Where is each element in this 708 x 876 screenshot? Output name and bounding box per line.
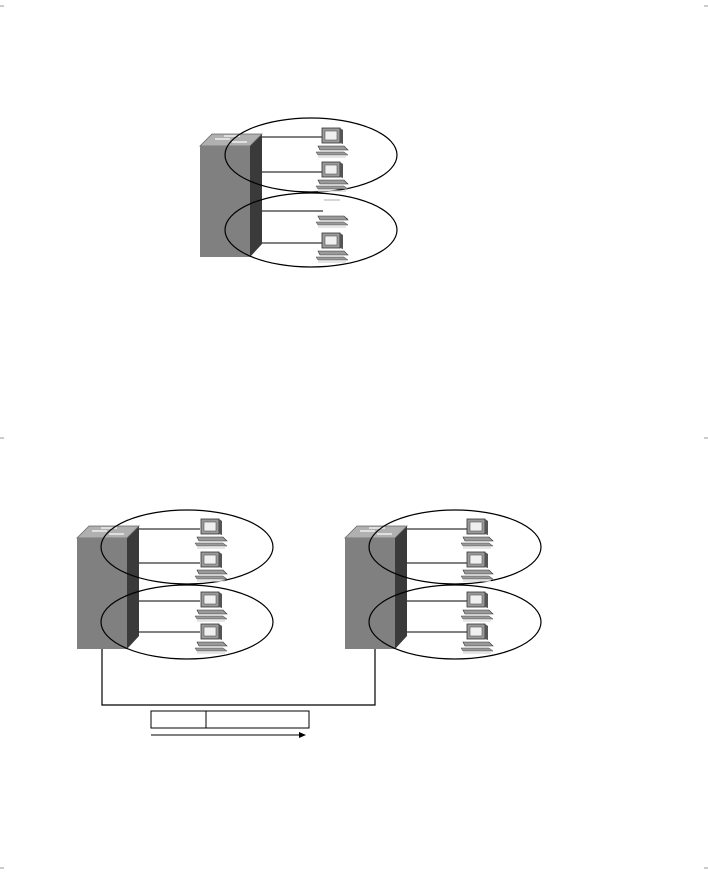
trunk-link bbox=[101, 649, 376, 706]
figure-bottom bbox=[76, 509, 542, 738]
vlan-group-ellipse bbox=[224, 117, 398, 193]
frame-direction-arrow bbox=[151, 732, 306, 738]
network-switch-icon bbox=[344, 525, 408, 649]
vlan-group-ellipse bbox=[368, 584, 542, 660]
workstation-icon bbox=[460, 623, 494, 654]
workstation-icon bbox=[194, 551, 228, 582]
vlan-group-ellipse bbox=[100, 509, 274, 585]
network-switch-icon bbox=[76, 525, 140, 649]
tagged-frame bbox=[150, 710, 310, 729]
network-switch-icon bbox=[199, 133, 263, 257]
workstation-icon bbox=[315, 232, 349, 263]
vlan-group-ellipse bbox=[100, 584, 274, 660]
frame-data-field bbox=[205, 710, 310, 729]
crop-marks bbox=[0, 5, 708, 869]
access-links bbox=[139, 528, 200, 633]
workstation-icon bbox=[194, 518, 228, 549]
vlan-group-ellipse bbox=[368, 509, 542, 585]
access-links bbox=[407, 528, 468, 633]
figure-top bbox=[199, 117, 398, 268]
access-links bbox=[262, 136, 323, 244]
workstation-icon bbox=[460, 591, 494, 622]
workstation-icon bbox=[460, 518, 494, 549]
workstation-icon bbox=[460, 551, 494, 582]
vlan-group-ellipse bbox=[224, 192, 398, 268]
workstation-icon bbox=[315, 199, 349, 228]
workstation-icon bbox=[194, 623, 228, 654]
frame-tag-field bbox=[150, 710, 207, 729]
workstation-icon bbox=[315, 127, 349, 158]
workstation-icon bbox=[315, 161, 349, 192]
workstation-icon bbox=[194, 591, 228, 622]
